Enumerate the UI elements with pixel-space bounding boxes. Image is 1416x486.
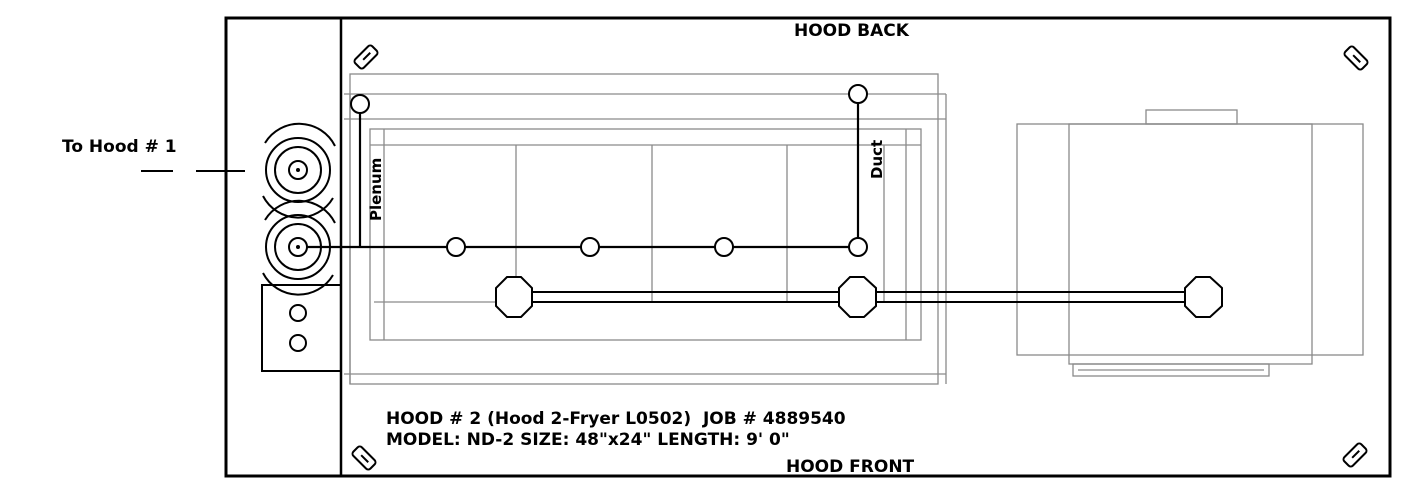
title-block-line1: HOOD # 2 (Hood 2-Fryer L0502) JOB # 4889… (386, 409, 846, 429)
title-block-line2: MODEL: ND-2 SIZE: 48"x24" LENGTH: 9' 0" (386, 430, 790, 450)
nozzle (714, 237, 734, 257)
nozzle (350, 94, 370, 114)
corner-marker-top-left (353, 44, 379, 70)
corner-marker-bottom-left (351, 445, 377, 471)
nozzle (446, 237, 466, 257)
hood-front-label: HOOD FRONT (786, 457, 915, 477)
detector (838, 276, 877, 318)
appliance-outline (1016, 109, 1364, 377)
corner-marker-top-right (1343, 45, 1369, 71)
duct-label: Duct (868, 140, 886, 179)
nozzle (848, 237, 868, 257)
nozzle (580, 237, 600, 257)
plenum-label: Plenum (367, 158, 385, 221)
to-hood-label: To Hood # 1 (62, 137, 177, 157)
corner-marker-bottom-right (1342, 442, 1368, 468)
nozzle (848, 84, 868, 104)
hood-back-label: HOOD BACK (794, 21, 910, 41)
detectors (495, 276, 1223, 318)
agent-cylinder-lower (262, 199, 336, 296)
agent-cylinder-upper (262, 122, 336, 219)
nozzles (350, 84, 868, 257)
detector (495, 276, 533, 318)
control-box (261, 284, 342, 372)
hood-outline (344, 73, 947, 385)
detector (1184, 276, 1223, 318)
